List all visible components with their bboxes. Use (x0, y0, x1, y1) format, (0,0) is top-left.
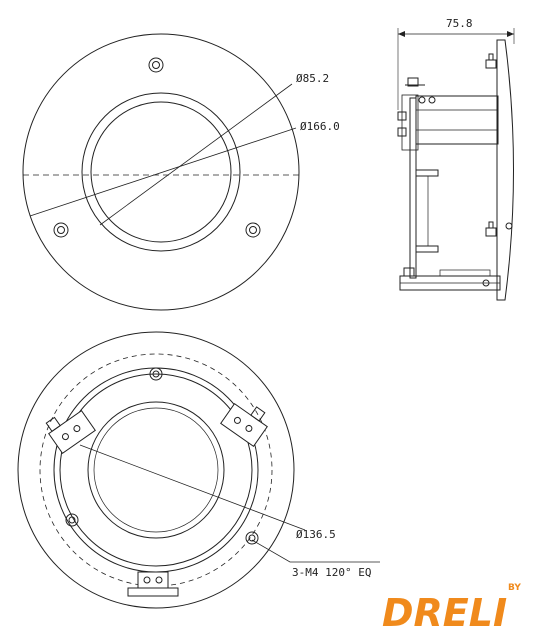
bottom-hole-1 (149, 367, 163, 381)
bottom-ring-diameter-label: Ø136.5 (296, 528, 336, 541)
top-outer-circle (22, 33, 300, 311)
bottom-hole-2 (65, 513, 79, 527)
top-hole-3 (245, 222, 261, 238)
top-leader-outer (29, 127, 297, 217)
bottom-clip-left (45, 410, 96, 454)
bottom-screw-note: 3-M4 120° EQ (292, 566, 371, 579)
top-inner-ring (81, 92, 241, 252)
brand-by: BY (508, 583, 521, 593)
top-hole-2 (53, 222, 69, 238)
bottom-dashed-circle (39, 353, 273, 587)
side-view: 75.8 (397, 17, 515, 301)
bottom-ring (53, 367, 259, 573)
brand-logo: DRELI BY (382, 583, 521, 635)
side-bracket-plate (409, 97, 417, 279)
top-view: Ø85.2 Ø166.0 (22, 33, 340, 311)
top-leader-inner (99, 83, 293, 226)
top-hole-1 (148, 57, 164, 73)
side-body (415, 95, 499, 145)
bottom-clip-bottom (127, 571, 179, 597)
depth-label: 75.8 (446, 17, 473, 30)
side-screw-bottom (485, 227, 497, 237)
bottom-opening (87, 401, 225, 539)
bottom-leader-ring (79, 444, 306, 531)
brand-name: DRELI (382, 591, 507, 635)
top-outer-diameter-label: Ø166.0 (300, 120, 340, 133)
top-inner-diameter-label: Ø85.2 (296, 72, 329, 85)
top-opening (90, 101, 232, 243)
bottom-ring-inner (59, 373, 253, 567)
bottom-outer-circle (17, 331, 295, 609)
side-flange (496, 39, 514, 301)
bottom-leader-screw (251, 539, 380, 563)
bottom-clip-right (220, 403, 268, 447)
bottom-view: Ø136.5 3-M4 120° EQ (17, 331, 380, 609)
bottom-hole-3 (245, 531, 259, 545)
side-screw-top (485, 59, 497, 69)
